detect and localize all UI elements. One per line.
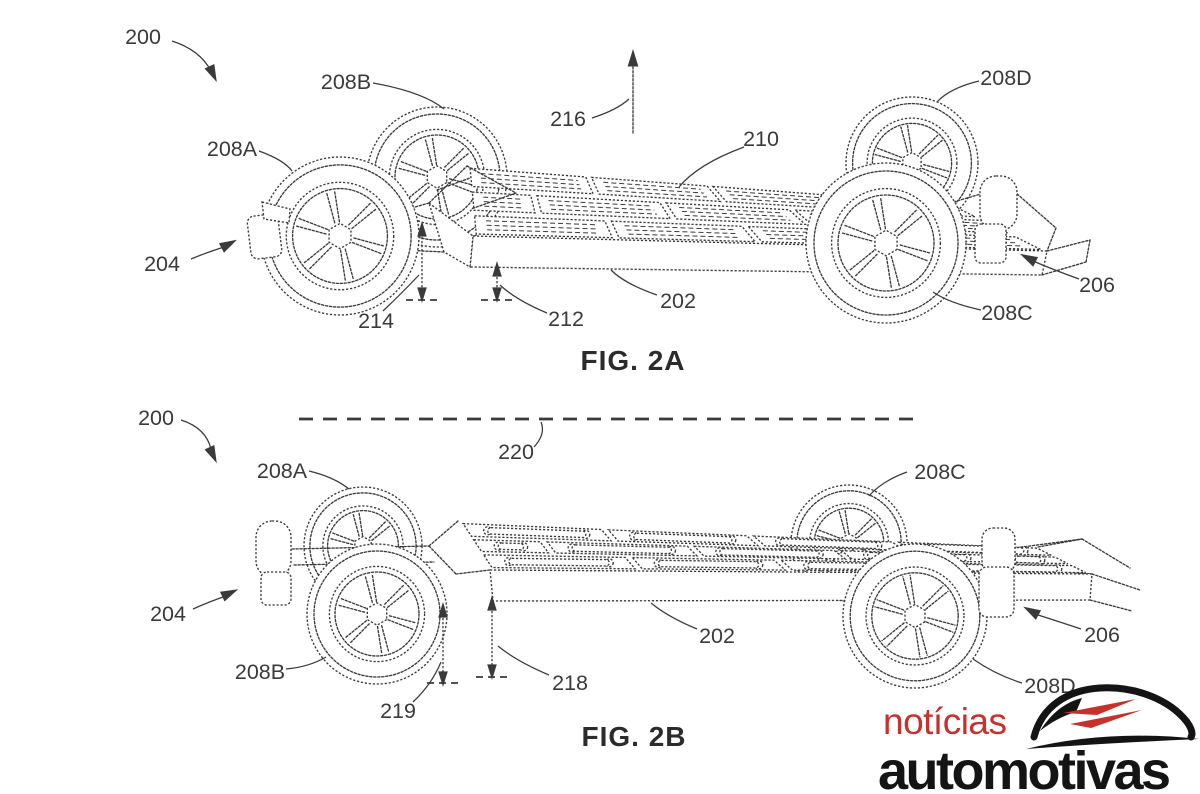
watermark-word-automotivas: automotivas (878, 741, 1169, 794)
ref-label-204-fig2a: 204 (144, 252, 180, 276)
watermark-logo: notícias automotivas (878, 684, 1199, 794)
ref-label-208b-fig2b: 208B (235, 660, 285, 684)
ref-label-208c-fig2a: 208C (981, 301, 1032, 325)
ref-label-200-fig2b: 200 (138, 406, 174, 430)
ref-label-212-fig2a: 212 (548, 307, 584, 331)
ref-label-206-fig2a: 206 (1079, 273, 1115, 297)
ref-label-208a-fig2b: 208A (257, 459, 308, 483)
wheel-208c-fig2a (805, 162, 967, 324)
fig-2a-labels: 200 208B 208A 216 210 208D 204 206 208C … (125, 25, 1115, 376)
ref-label-200-fig2a: 200 (125, 25, 161, 49)
fig-2a-caption: FIG. 2A (580, 345, 685, 376)
ref-label-219-fig2b: 219 (380, 699, 416, 723)
ref-label-208b-fig2a: 208B (321, 70, 371, 94)
ref-label-208a-fig2a: 208A (207, 137, 258, 161)
wheel-208a-fig2a (260, 156, 420, 316)
ref-label-204-fig2b: 204 (150, 602, 186, 626)
ref-label-210-fig2a: 210 (743, 127, 779, 151)
fig-2b-drawing (255, 417, 1141, 689)
car-logo-red-swoosh (1063, 699, 1136, 715)
car-silhouette-icon (1026, 684, 1199, 749)
ref-label-202-fig2b: 202 (699, 624, 735, 648)
leader-lines-and-dimensions (171, 40, 1082, 703)
fig-2a-drawing (246, 49, 1091, 324)
fig-2b-caption: FIG. 2B (581, 721, 686, 752)
wheel-208d-fig2b (842, 543, 988, 689)
ref-label-208d-fig2a: 208D (980, 66, 1031, 90)
ref-label-220-fig2b: 220 (498, 440, 534, 464)
ref-label-208c-fig2b: 208C (914, 460, 965, 484)
ref-label-206-fig2b: 206 (1084, 623, 1120, 647)
car-logo-underline (1026, 735, 1199, 749)
wheel-208b-fig2b (306, 543, 448, 685)
watermark-word-noticias: notícias (883, 701, 1007, 742)
ref-label-214-fig2a: 214 (358, 309, 394, 333)
ref-label-216-fig2a: 216 (550, 107, 586, 131)
fig-2b-labels: 200 220 208A 208C 204 206 208B 208D 219 … (138, 406, 1120, 752)
ref-label-218-fig2b: 218 (552, 671, 588, 695)
ref-label-202-fig2a: 202 (660, 289, 696, 313)
